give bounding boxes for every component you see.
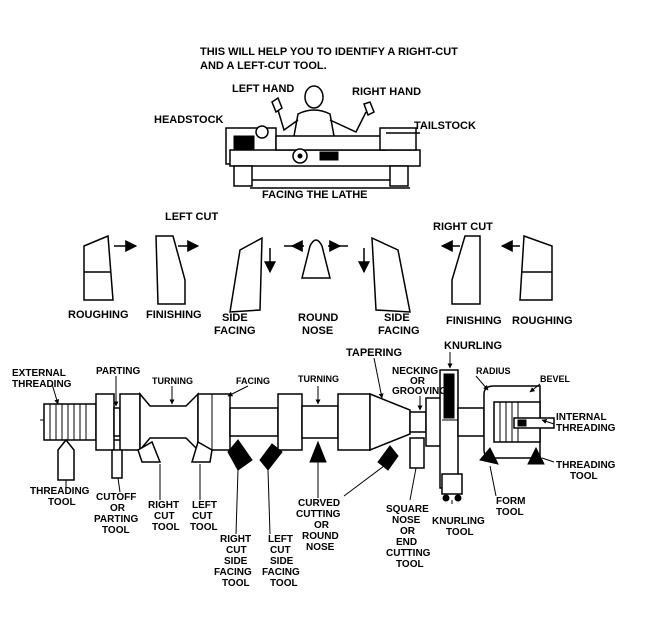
- threading-tool-right-line-2: TOOL: [570, 471, 598, 482]
- threading-tool-line-2: TOOL: [48, 497, 76, 508]
- right-side-facing-tool-shape-bottom: [227, 439, 253, 471]
- left-side-facing-tool-shape: [229, 236, 276, 313]
- square-nose-line-2: NOSE: [392, 515, 421, 526]
- round-nose-tool-shape-bottom: [309, 440, 327, 463]
- right-side-facing-tool-shape: [358, 236, 411, 313]
- bevel-label: BEVEL: [540, 374, 571, 384]
- side-facing-right-line-1: SIDE: [384, 312, 410, 324]
- right-hand-label: RIGHT HAND: [352, 86, 421, 98]
- right-cut-label: RIGHT CUT: [433, 221, 493, 233]
- left-finishing-tool-shape: [155, 235, 200, 305]
- round-nose-tool-shape: [284, 239, 348, 279]
- left-roughing-label: ROUGHING: [68, 309, 129, 321]
- tapering-label: TAPERING: [346, 347, 402, 359]
- right-cut-tool-line-2: CUT: [154, 511, 175, 522]
- left-cut-tool-line-1: LEFT: [192, 500, 217, 511]
- threading-tool-right-shape: [527, 446, 545, 465]
- lathe-operator-illustration: [225, 85, 421, 189]
- right-cut-tool-shape: [137, 440, 162, 463]
- left-hand-label: LEFT HAND: [232, 83, 294, 95]
- right-roughing-label: ROUGHING: [512, 315, 573, 327]
- threading-tool-shape: [57, 438, 75, 481]
- turning-label-left: TURNING: [152, 376, 193, 386]
- header-line-2: AND A LEFT-CUT TOOL.: [200, 60, 327, 72]
- internal-threading-line-2: THREADING: [556, 423, 616, 434]
- left-side-facing-line-2: CUT: [270, 545, 291, 556]
- radius-label: RADIUS: [476, 366, 511, 376]
- leader-lines: [51, 352, 555, 535]
- external-thread-section: [43, 403, 97, 441]
- square-nose-line-3: OR: [400, 526, 416, 537]
- right-roughing-tool-shape: [500, 234, 553, 301]
- left-cut-tool-line-3: TOOL: [190, 522, 218, 533]
- curved-cutting-line-3: OR: [314, 520, 330, 531]
- knurling-label: KNURLING: [444, 340, 502, 352]
- right-side-facing-line-3: SIDE: [224, 556, 248, 567]
- right-side-facing-line-5: TOOL: [222, 578, 250, 589]
- necking-line-2: OR: [410, 376, 426, 387]
- cutoff-line-3: PARTING: [94, 514, 138, 525]
- curved-tool-shape-bottom: [377, 445, 399, 471]
- left-cut-tool-line-2: CUT: [192, 511, 213, 522]
- cutoff-line-2: OR: [110, 503, 126, 514]
- threading-tool-right-line-1: THREADING: [556, 460, 616, 471]
- facing-the-lathe-label: FACING THE LATHE: [262, 189, 368, 201]
- external-threading-line-1: EXTERNAL: [12, 368, 66, 379]
- left-side-facing-tool-shape-bottom: [259, 443, 283, 471]
- form-tool-line-2: TOOL: [496, 507, 524, 518]
- curved-cutting-line-5: NOSE: [306, 542, 335, 553]
- parting-label: PARTING: [96, 366, 140, 377]
- left-finishing-label: FINISHING: [146, 309, 202, 321]
- headstock-label: HEADSTOCK: [154, 114, 224, 126]
- internal-threading-line-1: INTERNAL: [556, 412, 607, 423]
- right-finishing-label: FINISHING: [446, 315, 502, 327]
- square-nose-line-6: TOOL: [396, 559, 424, 570]
- necking-line-3: GROOVING: [392, 386, 447, 397]
- side-facing-left-line-1: SIDE: [222, 312, 248, 324]
- left-cut-tool-shape: [190, 440, 213, 463]
- left-side-facing-line-4: FACING: [262, 567, 300, 578]
- square-nose-line-5: CUTTING: [386, 548, 431, 559]
- form-tool-line-1: FORM: [496, 496, 525, 507]
- square-nose-tool-shape-bottom: [409, 437, 425, 469]
- right-cut-tool-line-1: RIGHT: [148, 500, 179, 511]
- curved-cutting-line-4: ROUND: [302, 531, 339, 542]
- left-side-facing-line-5: TOOL: [270, 578, 298, 589]
- left-side-facing-line-3: SIDE: [270, 556, 294, 567]
- facing-label: FACING: [236, 376, 270, 386]
- left-side-facing-line-1: LEFT: [268, 534, 293, 545]
- right-side-facing-line-2: CUT: [226, 545, 247, 556]
- right-cut-tool-line-3: TOOL: [152, 522, 180, 533]
- left-roughing-tool-shape: [83, 234, 138, 301]
- right-finishing-tool-shape: [440, 235, 481, 305]
- workpiece: [40, 369, 555, 489]
- round-nose-line-2: NOSE: [302, 325, 333, 337]
- external-threading-line-2: THREADING: [12, 379, 72, 390]
- side-facing-left-line-2: FACING: [214, 325, 256, 337]
- header-line-1: THIS WILL HELP YOU TO IDENTIFY A RIGHT-C…: [200, 46, 458, 58]
- right-side-facing-line-4: FACING: [214, 567, 252, 578]
- knurling-tool-line-1: KNURLING: [432, 516, 485, 527]
- knurling-tool-line-2: TOOL: [446, 527, 474, 538]
- cutoff-line-1: CUTOFF: [96, 492, 136, 503]
- threading-tool-line-1: THREADING: [30, 486, 90, 497]
- left-cut-label: LEFT CUT: [165, 211, 218, 223]
- side-facing-right-line-2: FACING: [378, 325, 420, 337]
- cutoff-tool-shape: [111, 439, 123, 479]
- right-side-facing-line-1: RIGHT: [220, 534, 251, 545]
- turning-label-right: TURNING: [298, 374, 339, 384]
- tailstock-label: TAILSTOCK: [414, 120, 476, 132]
- square-nose-line-1: SQUARE: [386, 504, 429, 515]
- round-nose-line-1: ROUND: [298, 312, 338, 324]
- necking-line-1: NECKING: [392, 366, 438, 377]
- knurling-wheels: [441, 473, 463, 502]
- cutoff-line-4: TOOL: [102, 525, 130, 536]
- curved-cutting-line-2: CUTTING: [296, 509, 341, 520]
- form-tool-shape: [479, 447, 499, 465]
- curved-cutting-line-1: CURVED: [298, 498, 340, 509]
- square-nose-line-4: END: [396, 537, 417, 548]
